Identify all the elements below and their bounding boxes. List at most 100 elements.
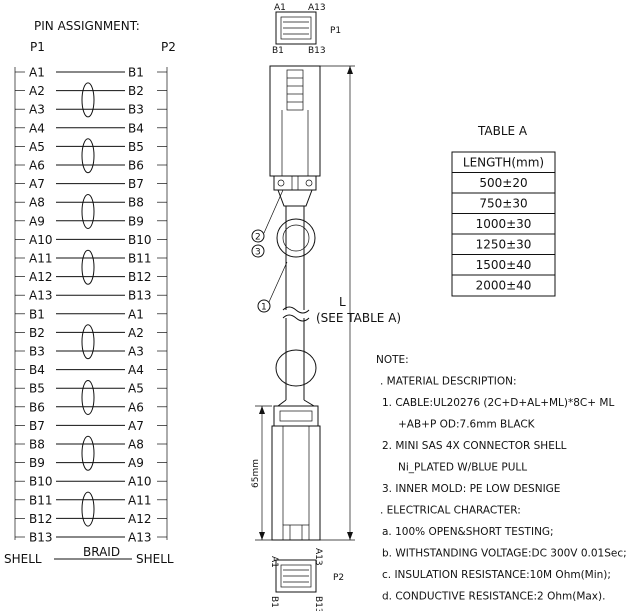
pin-left-label: A10 <box>29 233 52 247</box>
twisted-pair-marker <box>81 380 95 415</box>
note-line: a. 100% OPEN&SHORT TESTING; <box>382 526 554 538</box>
note-line: . ELECTRICAL CHARACTER: <box>380 505 521 517</box>
pin-row: A1 B1 <box>15 66 167 80</box>
cable-break-bottom <box>282 314 310 322</box>
pin-right-label: B9 <box>128 214 144 228</box>
twisted-pair-marker <box>81 491 95 527</box>
pin-row: B6 A6 <box>15 400 167 414</box>
pin-left-label: A3 <box>29 103 45 117</box>
pin-right-label: A7 <box>128 419 144 433</box>
p1-pin-b1: B1 <box>272 46 284 56</box>
pin-right-label: B2 <box>128 84 144 98</box>
note-line: 3. INNER MOLD: PE LOW DESNIGE <box>382 483 560 495</box>
p1-pin-a13: A13 <box>308 3 326 13</box>
callout-1: 1 <box>257 261 288 313</box>
table-a-cell: 2000±40 <box>476 279 532 293</box>
pin-left-label: A6 <box>29 159 45 173</box>
pin-right-label: B10 <box>128 233 152 247</box>
pin-left-label: A2 <box>29 84 45 98</box>
pin-right-label: B3 <box>128 103 144 117</box>
twisted-pair-marker <box>81 82 95 118</box>
pin-right-label: A5 <box>128 382 144 396</box>
svg-text:1: 1 <box>261 303 267 313</box>
pin-left-label: B13 <box>29 531 53 545</box>
dim-65mm: 65mm <box>251 405 272 541</box>
pin-left-label: B4 <box>29 363 45 377</box>
pin-right-label: B13 <box>128 289 152 303</box>
p2-pin-a1: A1 <box>269 556 279 568</box>
p2-connector-end-view: A1 A13 B1 B13 <box>269 548 323 614</box>
pin-row: B1 A1 <box>15 307 167 321</box>
table-a-cell: 750±30 <box>479 197 527 211</box>
pin-right-label: A4 <box>128 363 144 377</box>
pin-left-label: B3 <box>29 345 45 359</box>
pin-right-label: A13 <box>128 531 151 545</box>
top-plug-body <box>269 65 321 310</box>
shell-left-label: SHELL <box>4 552 42 566</box>
pin-right-label: B11 <box>128 252 152 266</box>
pin-row: A11 B11 <box>15 252 167 266</box>
table-a-cell: 500±20 <box>479 176 527 190</box>
pin-left-label: B5 <box>29 382 45 396</box>
pin-left-label: A11 <box>29 252 52 266</box>
pin-row: B9 A9 <box>15 456 167 470</box>
pin-right-label: A9 <box>128 456 144 470</box>
table-a-cell: 1000±30 <box>476 217 532 231</box>
pin-left-label: B9 <box>29 456 45 470</box>
note-line: 1. CABLE:UL20276 (2C+D+AL+ML)*8C+ ML <box>382 397 614 409</box>
pin-left-label: A8 <box>29 196 45 210</box>
p1-pin-a1: A1 <box>274 3 286 13</box>
note-line: . MATERIAL DESCRIPTION: <box>380 376 517 388</box>
notes-block: NOTE:. MATERIAL DESCRIPTION:1. CABLE:UL2… <box>376 354 627 603</box>
pin-right-label: B12 <box>128 270 152 284</box>
ferrite-ring <box>276 218 316 258</box>
pin-left-label: B1 <box>29 307 45 321</box>
note-line: +AB+P OD:7.6mm BLACK <box>398 419 536 431</box>
length-dimension: L (SEE TABLE A) <box>316 65 401 541</box>
pin-assignment-title: PIN ASSIGNMENT: <box>34 19 140 33</box>
length-label: L <box>339 295 346 309</box>
pin-left-label: A1 <box>29 66 45 80</box>
pin-right-label: B8 <box>128 196 144 210</box>
table-a-cell: 1500±40 <box>476 258 532 272</box>
pin-right-label: B6 <box>128 159 144 173</box>
pin-left-label: A12 <box>29 270 52 284</box>
callout-2: 2 <box>251 189 284 243</box>
pin-right-label: A6 <box>128 400 144 414</box>
twisted-pair-marker <box>81 435 95 471</box>
bottom-plug-body <box>271 399 321 541</box>
pin-right-label: A8 <box>128 438 144 452</box>
pin-right-label: B4 <box>128 121 144 135</box>
pin-right-label: A1 <box>128 307 144 321</box>
pin-row: B5 A5 <box>15 382 167 396</box>
dim-65mm-label: 65mm <box>251 459 261 488</box>
p1-pin-b13: B13 <box>308 46 326 56</box>
twisted-pair-marker <box>81 249 95 285</box>
twisted-pair-marker <box>81 324 95 360</box>
pin-right-label: B1 <box>128 66 144 80</box>
pin-right-label: B7 <box>128 177 144 191</box>
p1-connector-end-view: A1 A13 B1 B13 <box>272 3 326 56</box>
p2-pin-b13: B13 <box>313 596 323 611</box>
pin-row: A10 B10 <box>15 233 167 247</box>
table-a-cell: 1250±30 <box>476 238 532 252</box>
p2-header: P2 <box>161 40 176 54</box>
pin-left-label: A5 <box>29 140 45 154</box>
pin-left-label: B6 <box>29 400 45 414</box>
pin-right-label: A11 <box>128 493 151 507</box>
note-line: d. CONDUCTIVE RESISTANCE:2 Ohm(Max). <box>382 591 605 603</box>
braid-label: BRAID <box>83 545 120 559</box>
pin-row: A8 B8 <box>15 196 167 210</box>
